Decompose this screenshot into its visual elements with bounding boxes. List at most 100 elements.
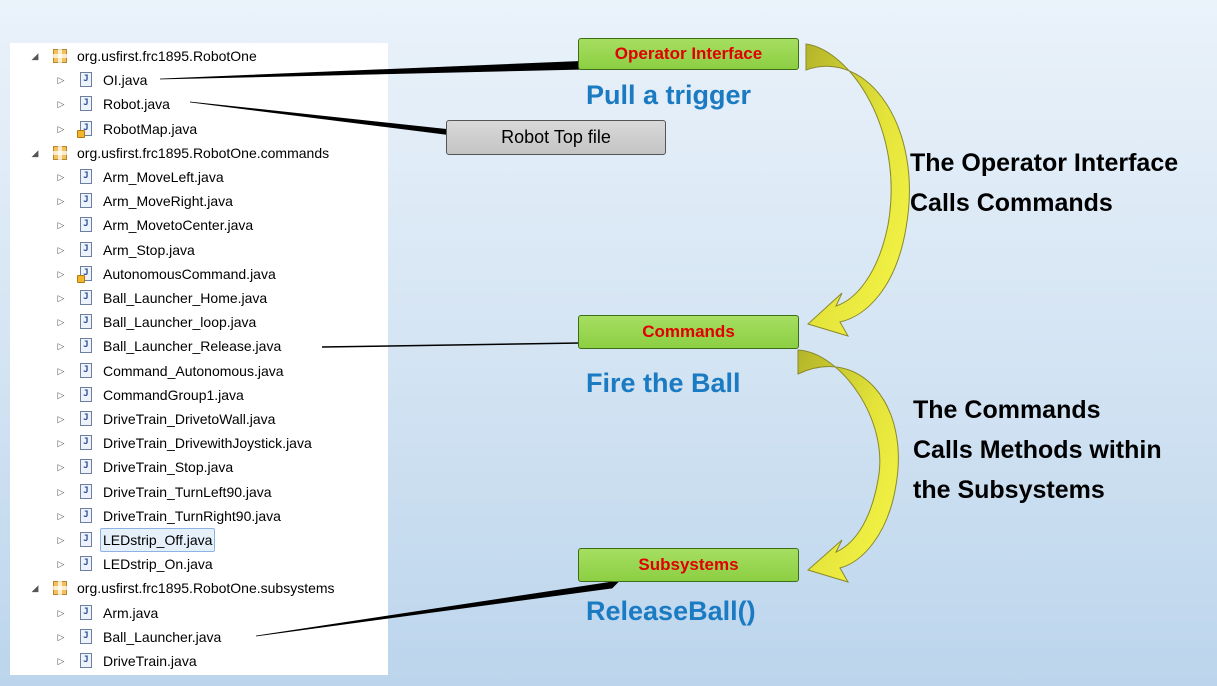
- package-icon: [53, 49, 67, 63]
- expand-arrow-icon[interactable]: ▷: [57, 559, 65, 570]
- package-icon: [53, 581, 67, 596]
- expand-arrow-icon[interactable]: ▷: [57, 317, 65, 328]
- expand-arrow-icon[interactable]: ▷: [57, 656, 65, 666]
- oi-description-line1: The Operator Interface: [910, 149, 1179, 177]
- tree-file-row[interactable]: ▷ J Robot.java: [10, 92, 380, 116]
- java-file-icon: J: [80, 241, 92, 257]
- expand-arrow-icon[interactable]: ▷: [57, 486, 65, 497]
- subsystems-callout: Subsystems: [578, 548, 799, 582]
- java-file-icon: J: [80, 604, 92, 620]
- collapse-arrow-icon[interactable]: ◢: [31, 583, 39, 594]
- package-icon: [53, 145, 67, 160]
- oi-description-line2: Calls Commands: [910, 189, 1113, 217]
- java-file-icon: J: [80, 338, 92, 354]
- tree-file-row[interactable]: ▷ J DriveTrain_TurnLeft90.java: [10, 480, 380, 504]
- tree-item-label: AutonomousCommand.java: [103, 265, 276, 282]
- expand-arrow-icon[interactable]: ▷: [57, 123, 65, 134]
- tree-file-row[interactable]: ▷ J DriveTrain_TurnRight90.java: [10, 504, 380, 528]
- java-file-icon: J: [80, 507, 92, 523]
- tree-item-label: DriveTrain.java: [103, 653, 197, 669]
- release-ball-caption: ReleaseBall(): [586, 596, 756, 626]
- expand-arrow-icon[interactable]: ▷: [57, 607, 65, 618]
- expand-arrow-icon[interactable]: ▷: [57, 365, 65, 376]
- tree-item-label: Ball_Launcher.java: [103, 628, 222, 645]
- robot-top-file-callout: Robot Top file: [446, 120, 666, 155]
- commands-description-line2: Calls Methods within: [913, 436, 1162, 464]
- connector-subsystems: [255, 579, 622, 637]
- java-file-icon: J: [80, 459, 92, 475]
- tree-item-label: Arm.java: [103, 604, 159, 621]
- expand-arrow-icon[interactable]: ▷: [57, 535, 65, 545]
- tree-file-row[interactable]: ▷ J OI.java: [10, 68, 380, 92]
- java-file-icon: J: [80, 483, 92, 499]
- expand-arrow-icon[interactable]: ▷: [57, 99, 65, 110]
- commands-callout: Commands: [578, 315, 799, 349]
- connector-oi: [159, 60, 591, 80]
- java-file-icon: J: [80, 290, 92, 305]
- expand-arrow-icon[interactable]: ▷: [57, 389, 65, 400]
- tree-package-row[interactable]: ◢org.usfirst.frc1895.RobotOne.commands: [10, 141, 380, 165]
- connector-commands: [321, 342, 581, 348]
- tree-package-row[interactable]: ◢ org.usfirst.frc1895.RobotOne: [10, 44, 380, 68]
- tree-item-label: CommandGroup1.java: [103, 386, 244, 403]
- java-file-icon: J: [80, 532, 92, 547]
- tree-item-label: org.usfirst.frc1895.RobotOne: [77, 48, 257, 64]
- pull-trigger-caption: Pull a trigger: [586, 80, 752, 110]
- curved-arrow-icon: [797, 349, 899, 583]
- java-file-icon: J: [80, 653, 92, 668]
- tree-file-row[interactable]: ▷ J Arm.java: [10, 601, 380, 625]
- expand-arrow-icon[interactable]: ▷: [57, 244, 65, 255]
- tree-item-label: DriveTrain_TurnLeft90.java: [103, 483, 272, 500]
- java-file-icon: J: [80, 411, 92, 426]
- tree-file-row[interactable]: ▷ J DriveTrain.java: [10, 649, 380, 673]
- tree-item-label: Arm_MovetoCenter.java: [103, 217, 254, 234]
- connector-robot: [189, 101, 453, 136]
- commands-description-line3: the Subsystems: [913, 476, 1105, 504]
- expand-arrow-icon[interactable]: ▷: [57, 172, 65, 182]
- java-file-icon: J: [80, 96, 92, 112]
- tree-item-label: Arm_MoveRight.java: [103, 193, 233, 210]
- tree-item-label: Arm_MoveLeft.java: [103, 169, 224, 185]
- expand-arrow-icon[interactable]: ▷: [57, 293, 65, 303]
- expand-arrow-icon[interactable]: ▷: [57, 510, 65, 521]
- fire-ball-caption: Fire the Ball: [586, 368, 741, 398]
- expand-arrow-icon[interactable]: ▷: [57, 268, 65, 279]
- tree-package-row[interactable]: ◢ org.usfirst.frc1895.RobotOne.subsystems: [10, 576, 380, 600]
- collapse-arrow-icon[interactable]: ◢: [31, 147, 39, 158]
- expand-arrow-icon[interactable]: ▷: [57, 220, 65, 231]
- tree-item-label: DriveTrain_TurnRight90.java: [103, 507, 281, 524]
- tree-item-label: OI.java: [103, 72, 148, 89]
- expand-arrow-icon[interactable]: ▷: [57, 462, 65, 473]
- expand-arrow-icon[interactable]: ▷: [57, 414, 65, 424]
- expand-arrow-icon[interactable]: ▷: [57, 75, 65, 86]
- tree-item-label: Robot.java: [103, 96, 170, 113]
- expand-arrow-icon[interactable]: ▷: [57, 631, 65, 642]
- tree-item-label: Command_Autonomous.java: [103, 362, 284, 379]
- expand-arrow-icon[interactable]: ▷: [57, 196, 65, 207]
- commands-description: The Commands Calls Methods within the Su…: [913, 390, 1162, 510]
- java-file-icon: J: [80, 72, 92, 88]
- collapse-arrow-icon[interactable]: ◢: [31, 51, 39, 61]
- expand-arrow-icon[interactable]: ▷: [57, 341, 65, 352]
- expand-arrow-icon[interactable]: ▷: [57, 438, 65, 449]
- tree-item-label: org.usfirst.frc1895.RobotOne.subsystems: [77, 580, 335, 597]
